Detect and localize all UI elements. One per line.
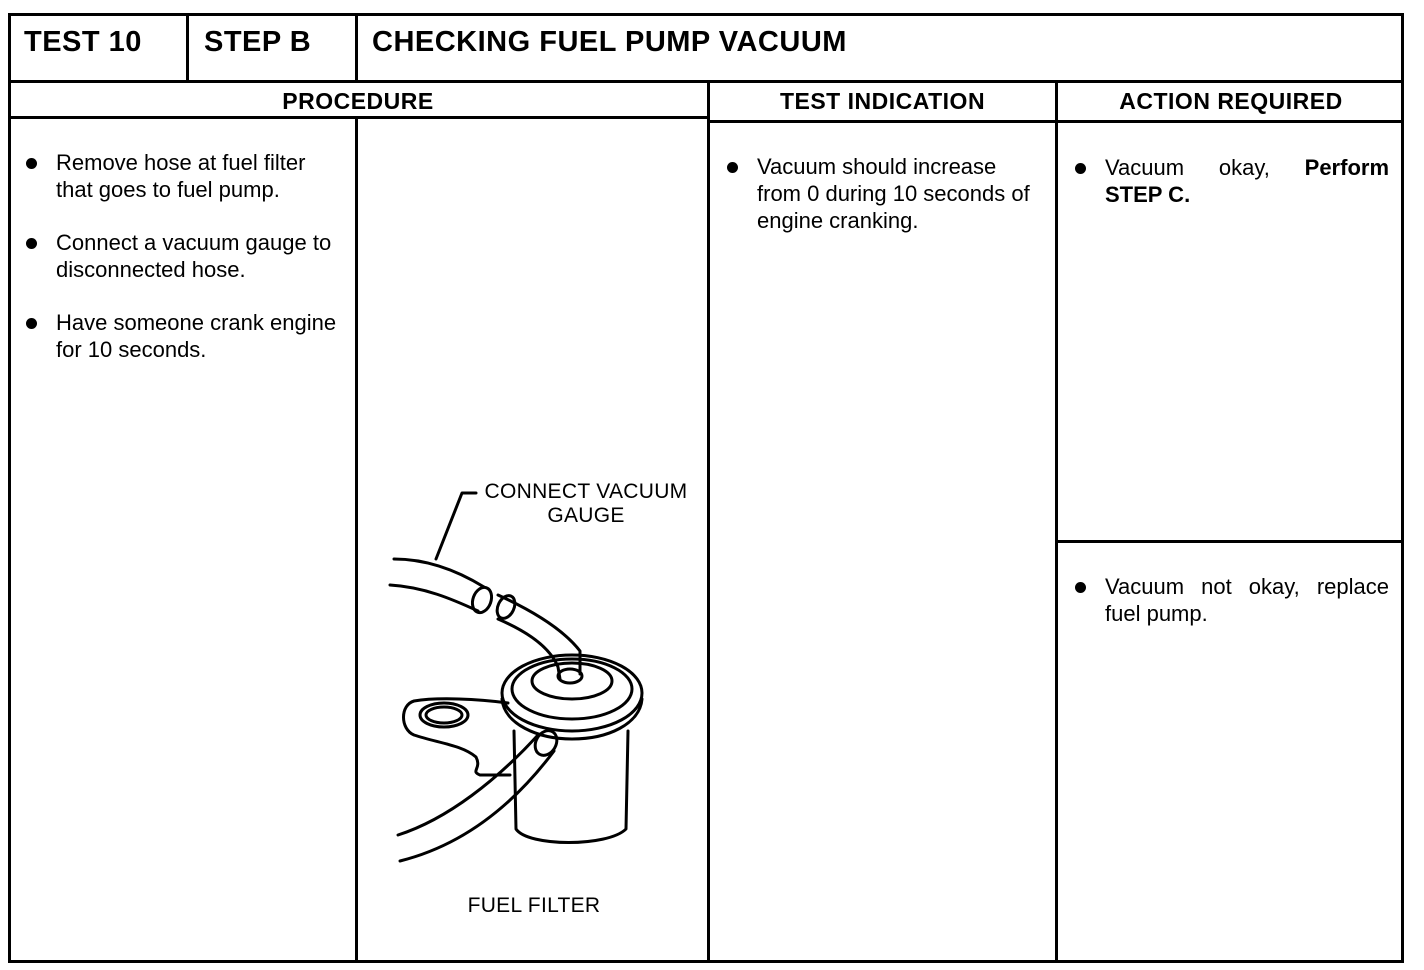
header-divider-test-step [186,13,189,82]
indication-list: Vacuum should increase from 0 during 10 … [721,153,1041,260]
indication-action-divider [1055,82,1058,963]
column-header-divider-left [8,116,710,119]
action-ok-list: Vacuum okay, Perform STEP C. [1069,154,1389,234]
procedure-step-text: Have someone crank engine for 10 seconds… [56,310,337,362]
gauge-callout-line2: GAUGE [547,504,625,527]
column-header-indication: TEST INDICATION [779,88,986,114]
column-header-action: ACTION REQUIRED [1119,88,1343,114]
step-label: STEP B [204,26,312,58]
header-divider [8,80,1404,83]
list-item: Connect a vacuum gauge to disconnected h… [20,229,342,283]
list-item: Vacuum okay, Perform STEP C. [1069,154,1389,208]
fuel-filter-illustration [388,491,644,863]
column-header-procedure: PROCEDURE [282,88,434,114]
page-title: CHECKING FUEL PUMP VACUUM [372,26,847,58]
test-table [8,13,1404,963]
header-divider-step-title [355,13,358,82]
fuel-filter-label: FUEL FILTER [467,894,601,917]
action-notok-list: Vacuum not okay, replace fuel pump. [1069,573,1389,653]
list-item: Vacuum should increase from 0 during 10 … [721,153,1041,234]
action-notok-text: Vacuum not okay, replace fuel pump. [1105,574,1389,626]
action-ok-step-link: Perform STEP C. [1105,155,1389,207]
action-row-divider [1057,540,1404,543]
procedure-indication-divider [707,82,710,963]
bullet-icon [26,318,37,329]
action-ok-text: Vacuum okay, [1105,155,1305,180]
test-number: TEST 10 [24,26,142,58]
procedure-step-text: Connect a vacuum gauge to disconnected h… [56,230,332,282]
bullet-icon [1075,582,1086,593]
procedure-figure-divider [355,117,358,963]
bullet-icon [26,158,37,169]
procedure-step-text: Remove hose at fuel filter that goes to … [56,150,306,202]
gauge-callout-label: CONNECT VACUUM GAUGE [462,480,710,528]
procedure-list: Remove hose at fuel filter that goes to … [20,149,342,389]
bullet-icon [26,238,37,249]
indication-text: Vacuum should increase from 0 during 10 … [757,154,1030,233]
list-item: Have someone crank engine for 10 seconds… [20,309,342,363]
bullet-icon [1075,163,1086,174]
gauge-callout-line1: CONNECT VACUUM [484,480,688,503]
list-item: Vacuum not okay, replace fuel pump. [1069,573,1389,627]
bullet-icon [727,162,738,173]
list-item: Remove hose at fuel filter that goes to … [20,149,342,203]
